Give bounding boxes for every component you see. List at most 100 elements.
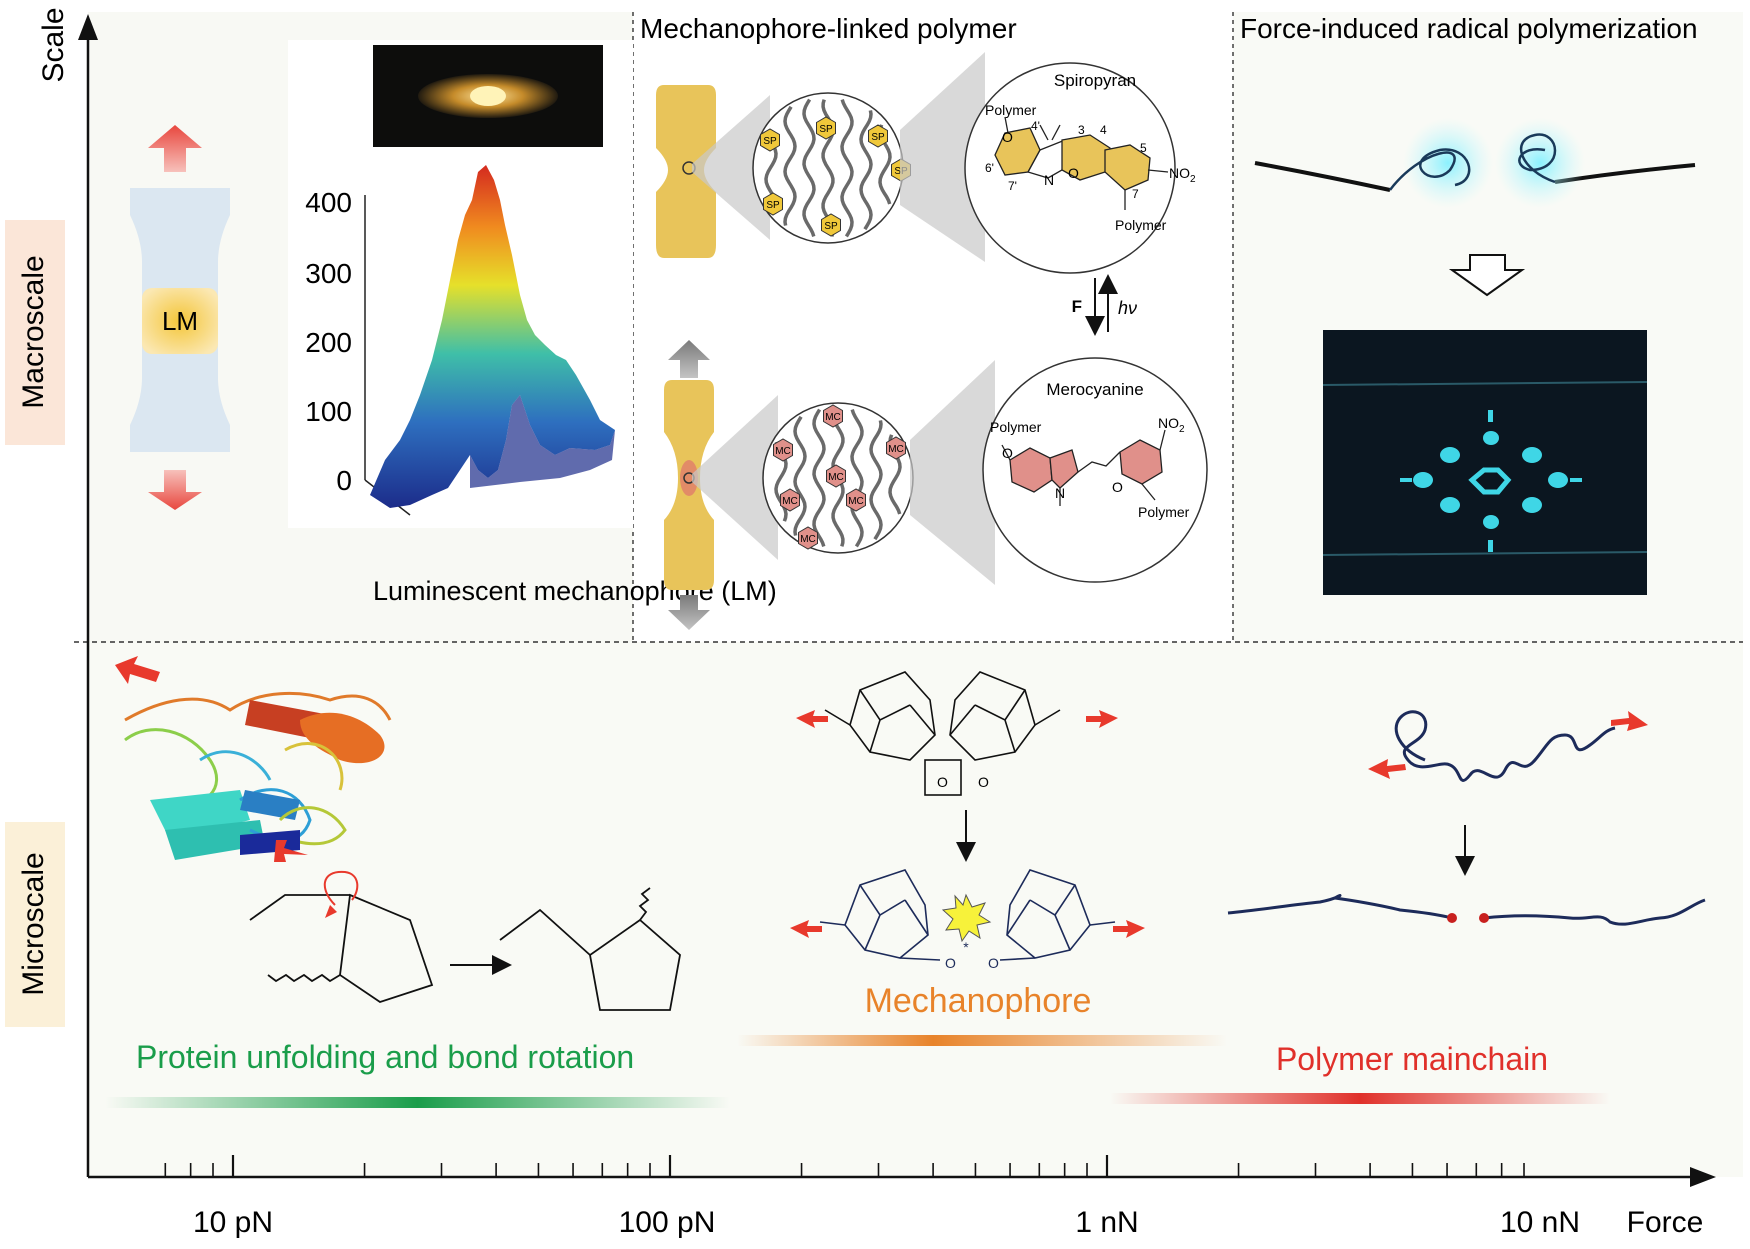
- polymer-strand: [802, 98, 816, 237]
- microscale-label-bg: [5, 822, 65, 1027]
- merocyanine-polymer-left: Polymer: [990, 419, 1042, 435]
- sp-tag-label: SP: [824, 221, 838, 232]
- mc-tag-label: MC: [800, 534, 816, 545]
- radical-end-left: [1447, 913, 1457, 923]
- mc-no2: NO2: [1158, 415, 1185, 435]
- product-pull-right: [1113, 920, 1145, 938]
- sp-oxygen: O: [1068, 165, 1079, 181]
- tick-label-10nn: 10 nN: [1500, 1206, 1580, 1239]
- dioxetane-structure: [824, 671, 1061, 796]
- radical-glow-right: [1495, 118, 1585, 208]
- chain-left: [1254, 161, 1391, 192]
- sp-tag-label: SP: [819, 124, 833, 135]
- tension-arrow-up: [148, 125, 202, 172]
- sp-hexagon: [868, 124, 888, 148]
- mc-hexagon: [826, 464, 846, 488]
- merocyanine-label: Merocyanine: [1046, 380, 1143, 399]
- dogbone-stretched: [664, 340, 778, 630]
- x-axis-arrow: [1690, 1167, 1716, 1187]
- polymer-strand: [812, 408, 826, 547]
- spiropyran-label: Spiropyran: [1054, 71, 1136, 90]
- plot-tick-100: 100: [305, 396, 352, 427]
- rotation-arrow: [323, 870, 359, 906]
- polymer-coil: [1394, 710, 1616, 782]
- spiropyran-structure: [994, 116, 1169, 210]
- light-symbol: hν: [1118, 298, 1137, 318]
- product-pull-left: [790, 920, 822, 938]
- lm-tag: LM: [162, 306, 198, 336]
- zoom-cone-sp: [900, 52, 985, 262]
- bond-rotation-product: [499, 887, 681, 1011]
- mc-hexagon: [773, 438, 793, 462]
- mc-tag-label: MC: [888, 444, 904, 455]
- mainchain-range-label: Polymer mainchain: [1276, 1041, 1548, 1077]
- tick-label-100pn: 100 pN: [619, 1206, 716, 1239]
- mc-hexagon: [823, 404, 843, 428]
- lm-surface: [370, 165, 615, 508]
- tension-arrow-down: [148, 470, 202, 510]
- sp-tag-label: SP: [763, 136, 777, 147]
- mainchain-range-bar: [1110, 1093, 1610, 1104]
- sp-tag-label: SP: [871, 132, 885, 143]
- macroscale-label-bg: [5, 220, 65, 445]
- mc-hexagon: [846, 488, 866, 512]
- diffraction-image: [1323, 330, 1647, 595]
- stretch-arrow-down: [668, 595, 710, 630]
- diffraction-line-top: [1322, 381, 1648, 386]
- adamantanone-products: [819, 869, 1116, 961]
- mc-hexagon: [780, 488, 800, 512]
- spiropyran-polymer-bottom: Polymer: [1115, 217, 1167, 233]
- rotation-arrowhead: [325, 905, 337, 918]
- lm-region: [142, 288, 218, 354]
- polymer-pull-left: [1368, 759, 1406, 779]
- polymer-pull-right: [1611, 711, 1648, 731]
- lm-caption: Luminescent mechanophore (LM): [373, 576, 777, 606]
- polymer-coil-scission: [1254, 118, 1696, 208]
- mc-oxygen: O: [1112, 479, 1123, 495]
- spiropyran-polymer-top: Polymer: [985, 102, 1037, 118]
- mc-hexagon: [798, 526, 818, 550]
- plot-tick-0: 0: [336, 465, 352, 496]
- luminescence-burst: [941, 893, 992, 943]
- y-axis-label: Scale: [37, 7, 70, 82]
- x-axis-label: Force: [1627, 1206, 1704, 1239]
- ketone-o-right: O: [988, 955, 999, 971]
- scissioned-chain-left: [1227, 894, 1453, 920]
- mechanophore-range-label: Mechanophore: [865, 982, 1092, 1020]
- radical-end-right: [1479, 913, 1489, 923]
- protein-range-bar: [105, 1097, 730, 1108]
- protein-pull-arrow-right: [274, 840, 308, 862]
- sp-nitrogen: N: [1044, 172, 1054, 188]
- sp-no2: NO2: [1169, 165, 1196, 185]
- dogbone-relaxed: [656, 85, 770, 258]
- dioxetane-pull-right: [1086, 710, 1118, 728]
- sp-num-5: 5: [1140, 141, 1147, 155]
- sp-num-4: 4: [1100, 123, 1107, 137]
- mc-hexagon: [886, 436, 906, 460]
- tick-label-10pn: 10 pN: [193, 1206, 273, 1239]
- plot-tick-300: 300: [305, 258, 352, 289]
- protein-pull-arrow-left: [115, 656, 160, 684]
- x-axis-ticks: [164, 1155, 1525, 1177]
- polymer-strand: [869, 420, 883, 541]
- radical-panel-title: Force-induced radical polymerization: [1240, 13, 1698, 44]
- tick-label-1nn: 1 nN: [1075, 1206, 1138, 1239]
- force-symbol: F: [1072, 297, 1082, 316]
- sp-tag-label: SP: [766, 200, 780, 211]
- sp-oxygen-left: O: [1002, 129, 1013, 145]
- zoom-cone-top: [692, 95, 770, 240]
- merocyanine-polymer-bottom: Polymer: [1138, 504, 1190, 520]
- merocyanine-circle: [982, 357, 1208, 583]
- hollow-arrow-down: [1448, 254, 1526, 297]
- sp-hexagon: [821, 213, 841, 237]
- ketone-o-left: O: [945, 955, 956, 971]
- mechanophore-range-bar: [737, 1035, 1227, 1046]
- sp-hexagon: [763, 192, 783, 216]
- dioxetane-o-left: O: [937, 774, 948, 790]
- polymer-strand: [793, 415, 807, 536]
- mc-tag-label: MC: [825, 412, 841, 423]
- mc-oxygen-left: O: [1002, 445, 1013, 461]
- scissioned-chain-right: [1483, 898, 1706, 926]
